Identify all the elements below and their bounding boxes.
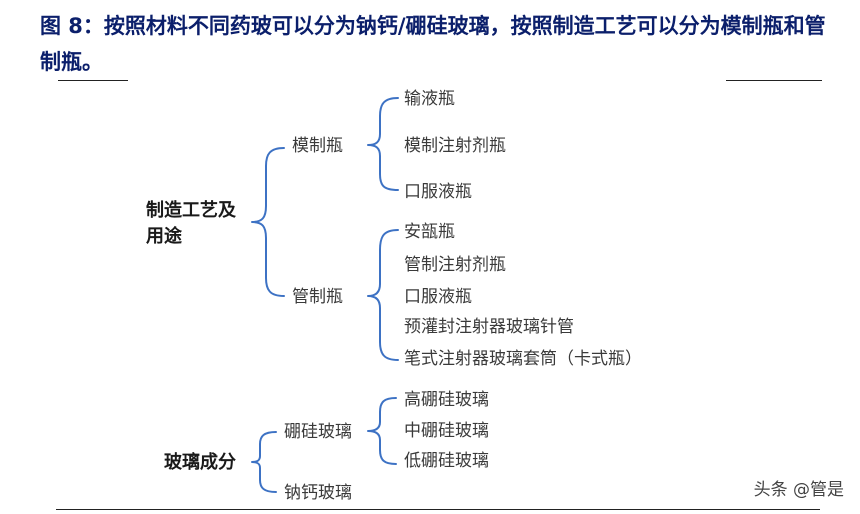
header-rule-right — [726, 80, 822, 81]
root-label-manufacturing-line-1: 制造工艺及 — [146, 199, 237, 221]
leaf-high-borosilicate: 高硼硅玻璃 — [404, 390, 489, 410]
leaf-pen-injector-cartridge: 笔式注射器玻璃套筒（卡式瓶） — [404, 349, 642, 369]
group-label-soda-lime-glass: 钠钙玻璃 — [284, 483, 352, 503]
brace-molded-bottle — [367, 97, 399, 191]
group-label-borosilicate-glass: 硼硅玻璃 — [284, 422, 352, 442]
header-rule-left — [58, 80, 128, 81]
leaf-prefilled-syringe-barrel: 预灌封注射器玻璃针管 — [404, 317, 574, 337]
brace-borosilicate-glass — [367, 397, 397, 465]
watermark: 头条 @管是 — [753, 480, 844, 500]
leaf-molded-injection-bottle: 模制注射剂瓶 — [404, 136, 506, 156]
group-label-molded-bottle: 模制瓶 — [292, 136, 343, 156]
brace-manufacturing — [251, 147, 285, 297]
root-label-glass-composition: 玻璃成分 — [164, 451, 236, 473]
leaf-ampoule: 安瓿瓶 — [404, 222, 455, 242]
footer-rule — [56, 509, 820, 510]
brace-tubular-bottle — [367, 229, 399, 361]
group-label-tubular-bottle: 管制瓶 — [292, 287, 343, 307]
figure-caption: 图 8：按照材料不同药玻可以分为钠钙/硼硅玻璃，按照制造工艺可以分为模制瓶和管制… — [40, 14, 826, 74]
leaf-infusion-bottle: 输液瓶 — [404, 89, 455, 109]
root-label-manufacturing-line-2: 用途 — [146, 225, 183, 247]
brace-glass-composition — [251, 431, 277, 493]
leaf-tubular-injection-bottle: 管制注射剂瓶 — [404, 255, 506, 275]
leaf-oral-liquid-bottle-molded: 口服液瓶 — [404, 182, 472, 202]
leaf-oral-liquid-bottle-tubular: 口服液瓶 — [404, 287, 472, 307]
leaf-low-borosilicate: 低硼硅玻璃 — [404, 451, 489, 471]
leaf-medium-borosilicate: 中硼硅玻璃 — [404, 421, 489, 441]
